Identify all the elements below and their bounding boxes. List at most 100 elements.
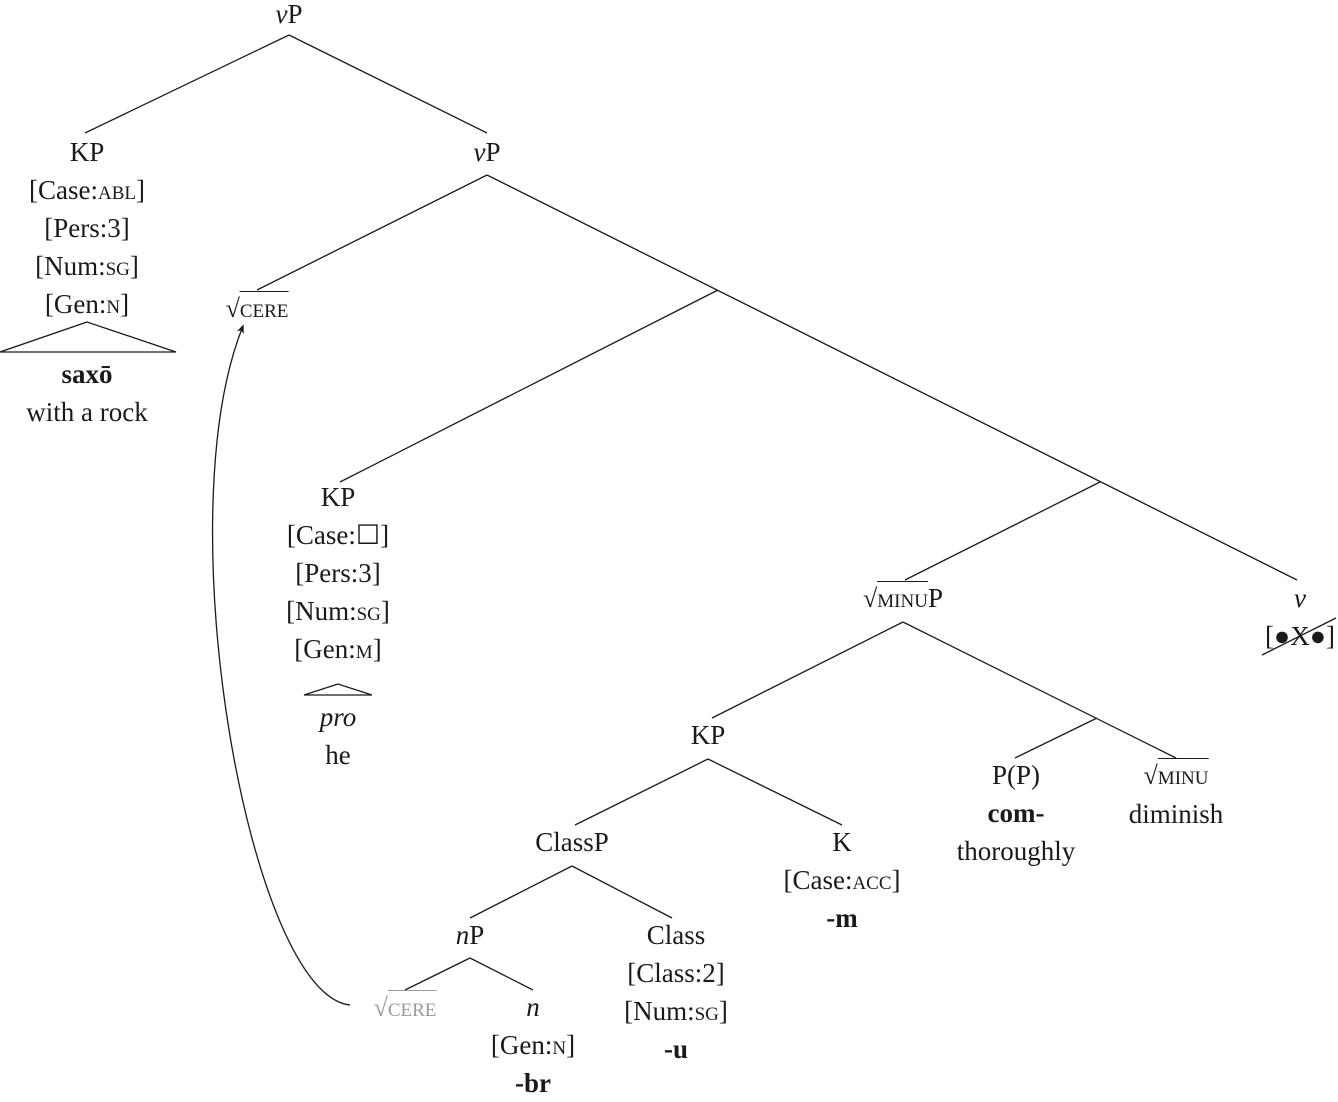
label-italic: n [526,992,540,1022]
feature-num: [Num:sg] [29,247,145,285]
bracket: ] [120,289,130,319]
node-leaf1: saxō with a rock [26,355,147,431]
radical-icon: √ [863,584,878,613]
gloss: diminish [1128,799,1224,829]
node-label: √minu [1129,756,1224,795]
feature-value: abl [97,175,136,205]
feature-value: sg [105,251,130,281]
feature-name: [Num: [624,996,695,1026]
feature-value: 3 [358,558,372,588]
edge [84,34,290,134]
node-label: √cere [226,289,289,328]
node-v: v [●X●] [1265,579,1335,655]
node-pp: P(P) com-thoroughly [957,756,1076,870]
node-label: KP [691,716,726,754]
node-label: √minuP [863,579,943,618]
node-label: Class [624,916,728,954]
morpheme: -m [826,903,858,933]
bracket: ] [380,596,390,626]
feature-gen: [Gen:n] [491,1026,575,1064]
feature-name: [Num: [286,596,357,626]
feature-value: sg [694,996,719,1026]
gloss: he [325,740,351,770]
feature-pers: [Pers:3] [29,209,145,247]
node-kp2: KP[Case:☐][Pers:3][Num:sg][Gen:m] [286,478,390,668]
node-label: ClassP [535,823,609,861]
label-text: KP [320,482,356,512]
feature-name: [Case: [286,520,356,550]
bracket: ] [371,558,381,588]
feature-case: [Case:☐] [286,516,390,554]
label-text: ClassP [535,827,609,857]
label-italic: v [275,0,288,29]
node-np: nP [456,916,485,954]
feature-name: [Class: [627,958,703,988]
node-label: √cere [374,988,437,1027]
edge [902,621,1177,759]
edge [711,621,904,719]
node-vp2: vP [473,133,500,171]
lexical-item: pro [319,702,357,732]
feature-name: [Gen: [294,634,356,664]
feature-value: ☐ [355,520,381,550]
label-text: K [832,827,852,857]
node-root: vP [275,0,302,33]
label-italic: n [455,920,470,950]
radical-icon: √ [225,294,240,323]
node-label: vP [473,133,500,171]
triangle-edge [0,321,177,353]
node-label: K [783,823,900,861]
gloss: with a rock [26,397,148,427]
feature-name: [Gen: [490,1030,553,1060]
label-text: Class [646,920,706,950]
node-minu: √minu diminish [1128,756,1224,833]
node-label: KP [29,133,145,171]
feature-pers: [Pers:3] [286,554,390,592]
label-text: P [485,137,501,167]
movement-arrow [211,324,351,1006]
feature-value: m [355,634,373,664]
edge [707,758,843,826]
feature-value: 3 [107,213,121,243]
edge [469,957,534,991]
feature-case: [Case:abl] [29,171,145,209]
edge [404,957,471,991]
node-label: n [491,988,575,1026]
bracket: ] [120,213,130,243]
node-label: P(P) [957,756,1076,794]
morpheme: saxō [61,359,113,389]
radical-icon: √ [1143,761,1158,790]
feature-name: [Pers: [44,213,108,243]
bracket: ] [566,1030,576,1060]
feature-num: [Num:sg] [624,992,728,1030]
feature-value: n [552,1030,567,1060]
node-class: Class[Class:2][Num:sg]-u [624,916,728,1068]
feature-name: [Case: [29,175,98,205]
radical-icon: √ [373,993,388,1022]
label-italic: v [1294,583,1306,613]
edge [469,865,573,919]
feature-gen: [Gen:n] [29,285,145,323]
bracket: ] [372,634,382,664]
edge [571,865,673,919]
label-text: P [469,920,485,950]
morpheme: com- [987,798,1045,828]
node-label: vP [275,0,302,33]
node-cere2: √cere [374,988,437,1027]
feature-name: [Gen: [44,289,107,319]
bracket: ] [129,251,139,281]
feature-case: [Case:acc] [783,861,900,899]
edge [486,174,1298,581]
edge [1014,717,1098,759]
edge [339,289,719,483]
root-name: cere [387,990,437,1022]
label-text: KP [69,137,105,167]
bracket: ] [135,175,145,205]
label-text: P [287,0,303,29]
feature-value: sg [356,596,381,626]
gloss: [●X●] [1264,621,1336,651]
node-minup: √minuP [863,579,943,618]
feature-value: acc [852,865,892,895]
gloss: thoroughly [956,836,1076,866]
